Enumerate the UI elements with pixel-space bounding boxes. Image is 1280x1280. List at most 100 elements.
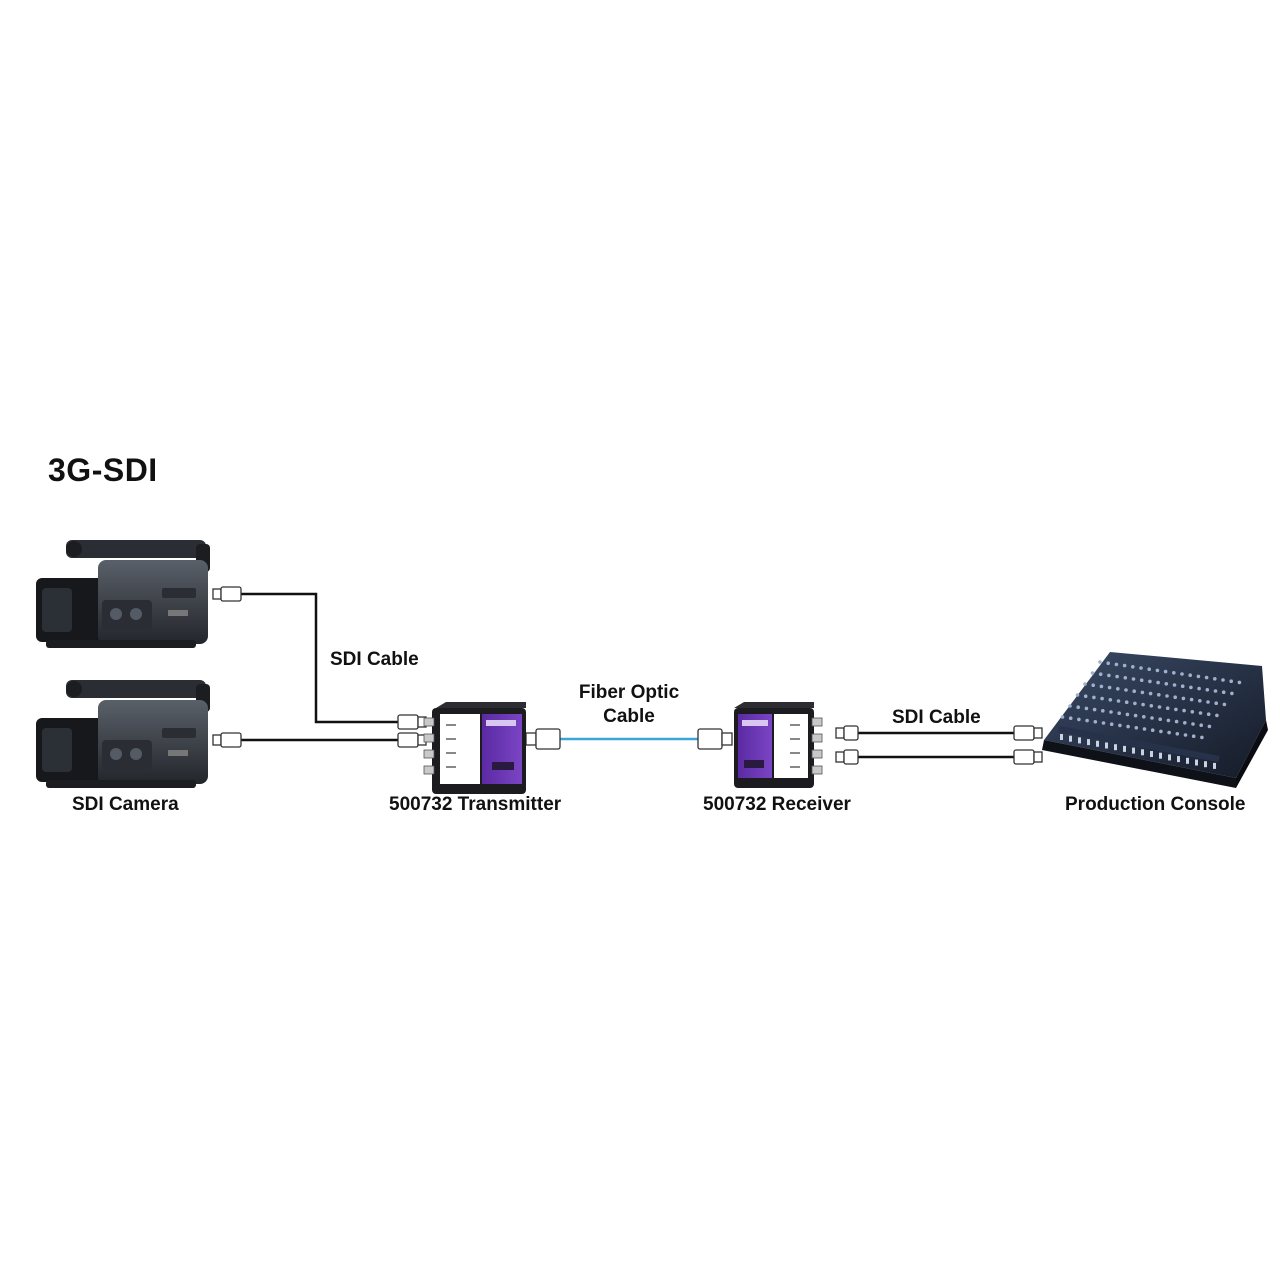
bnc-connector-icon: [397, 714, 427, 730]
console-knob-icon: [1116, 699, 1121, 703]
console-knob-icon: [1165, 694, 1169, 698]
console-knob-icon: [1198, 711, 1203, 715]
console-knob-icon: [1222, 702, 1227, 707]
console-fader-icon: [1096, 740, 1099, 747]
console-knob-icon: [1147, 667, 1151, 671]
console-knob-icon: [1213, 677, 1217, 681]
console-knob-icon: [1134, 726, 1139, 730]
console-knob-icon: [1084, 706, 1089, 711]
bnc-connector-icon: [397, 732, 427, 748]
console-knob-icon: [1075, 693, 1080, 697]
receiver-caption: 500732 Receiver: [703, 794, 851, 815]
console-knob-icon: [1124, 688, 1128, 692]
console-knob-icon: [1142, 727, 1147, 731]
console-knob-icon: [1131, 677, 1136, 681]
console-knob-icon: [1230, 691, 1234, 696]
console-knob-icon: [1181, 696, 1186, 701]
sdi-cables-camera-to-transmitter: [240, 592, 398, 742]
console-knob-icon: [1237, 680, 1242, 685]
console-knob-icon: [1182, 708, 1186, 713]
console-knob-icon: [1164, 682, 1169, 686]
sdi-cable-label-right: SDI Cable: [892, 707, 981, 728]
console-knob-icon: [1157, 705, 1162, 709]
console-knob-icon: [1101, 709, 1105, 713]
console-knob-icon: [1099, 684, 1104, 689]
console-knob-icon: [1107, 685, 1112, 690]
sdi-cable-label-left: SDI Cable: [330, 649, 419, 670]
console-knob-icon: [1180, 684, 1185, 688]
console-knob-icon: [1188, 673, 1192, 677]
console-knob-icon: [1166, 718, 1171, 723]
console-knob-icon: [1213, 689, 1218, 693]
console-knob-icon: [1207, 724, 1212, 729]
console-knob-icon: [1173, 695, 1177, 699]
console-knob-icon: [1139, 666, 1143, 670]
console-knob-icon: [1149, 704, 1154, 708]
console-knob-icon: [1108, 698, 1113, 702]
fiber-label-line2: Cable: [603, 706, 655, 727]
console-fader-icon: [1177, 756, 1180, 763]
console-knob-icon: [1114, 662, 1119, 667]
console-knob-icon: [1107, 673, 1111, 678]
console-knob-icon: [1077, 717, 1081, 722]
console-knob-icon: [1122, 663, 1127, 668]
console-knob-icon: [1198, 699, 1202, 703]
console-knob-icon: [1150, 716, 1154, 720]
console-knob-icon: [1215, 713, 1219, 718]
console-knob-icon: [1157, 693, 1161, 697]
console-knob-icon: [1196, 674, 1201, 679]
fiber-connector-icon: [697, 728, 733, 750]
console-knob-icon: [1123, 676, 1128, 680]
console-knob-icon: [1126, 724, 1130, 729]
bnc-connector-icon: [835, 749, 859, 765]
console-controls: [1060, 660, 1242, 769]
console-knob-icon: [1109, 722, 1114, 726]
receiver-device-icon: [734, 702, 823, 788]
console-knob-icon: [1174, 707, 1178, 712]
console-fader-icon: [1195, 759, 1198, 766]
console-knob-icon: [1197, 686, 1201, 691]
console-knob-icon: [1221, 678, 1225, 682]
console-knob-icon: [1142, 715, 1146, 719]
bnc-connector-icon: [212, 732, 242, 748]
console-knob-icon: [1091, 683, 1095, 687]
fiber-optic-cable-label: Fiber Optic Cable: [568, 681, 690, 729]
console-knob-icon: [1068, 704, 1072, 708]
console-fader-icon: [1159, 752, 1162, 759]
console-knob-icon: [1116, 687, 1120, 691]
console-knob-icon: [1109, 710, 1113, 714]
console-knob-icon: [1124, 700, 1129, 704]
transmitter-caption: 500732 Transmitter: [389, 794, 562, 815]
console-knob-icon: [1117, 711, 1121, 715]
console-fader-icon: [1114, 744, 1117, 751]
console-knob-icon: [1165, 706, 1170, 710]
console-knob-icon: [1148, 679, 1152, 684]
console-knob-icon: [1214, 701, 1218, 705]
console-knob-icon: [1139, 678, 1144, 682]
bnc-connectors: [212, 586, 1043, 765]
console-knob-icon: [1118, 723, 1122, 728]
console-fader-icon: [1123, 745, 1126, 752]
console-fader-icon: [1087, 739, 1090, 746]
console-knob-icon: [1172, 671, 1176, 675]
console-knob-icon: [1100, 696, 1104, 701]
console-faders: [1058, 726, 1220, 762]
diagram-title: 3G-SDI: [48, 452, 158, 488]
console-fader-icon: [1078, 737, 1081, 744]
console-knob-icon: [1191, 722, 1195, 726]
console-knob-icon: [1093, 720, 1098, 724]
bnc-connector-icon: [835, 725, 859, 741]
console-knob-icon: [1183, 733, 1188, 737]
console-knob-icon: [1155, 668, 1160, 673]
bnc-connector-icon: [1013, 725, 1043, 741]
console-knob-icon: [1090, 671, 1095, 675]
console-caption: Production Console: [1065, 794, 1246, 815]
console-knob-icon: [1083, 682, 1087, 686]
sdi-cables-receiver-to-console: [856, 731, 1014, 759]
console-knob-icon: [1190, 710, 1195, 714]
console-knob-icon: [1191, 734, 1196, 738]
console-knob-icon: [1083, 694, 1088, 698]
console-knob-icon: [1140, 690, 1145, 695]
console-knob-icon: [1133, 701, 1137, 706]
